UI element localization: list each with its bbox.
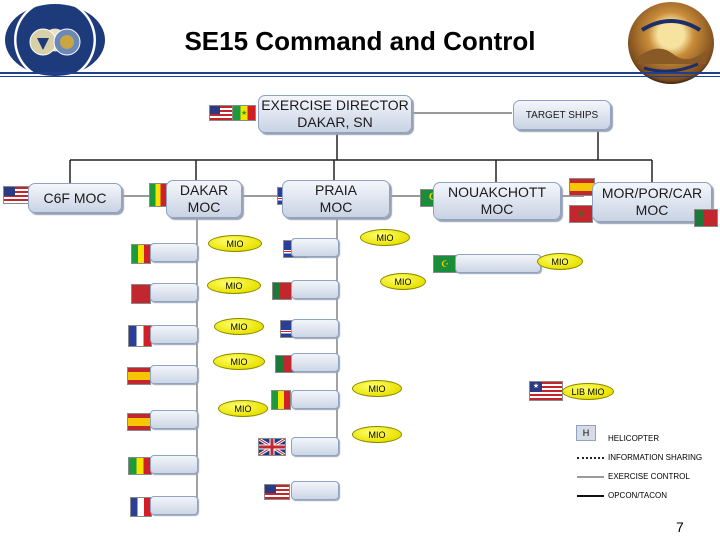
praia-moc-line2: MOC [319,199,353,215]
legend-opcon-line [577,495,604,497]
nouakchott-unit-bar[interactable] [455,254,541,273]
spain-flag-1 [127,367,151,385]
dakar-unit2-mio[interactable]: MIO [207,277,261,294]
praia-unit3-bar[interactable] [291,319,339,338]
saharan-express-logo [628,2,714,84]
legend-exercise-control-line [577,476,604,478]
legend-info-sharing: INFORMATION SHARING [608,453,703,462]
legend-opcon: OPCON/TACON [608,491,667,500]
dakar-unit4-bar[interactable] [150,365,198,384]
dakar-moc-line1: DAKAR [179,182,229,198]
morocco-flag: ★ [569,205,593,223]
mor-por-car-moc-box[interactable]: MOR/POR/CAR MOC [592,182,712,222]
dakar-unit2-flag [131,284,151,304]
dakar-unit4-mio[interactable]: MIO [213,353,265,370]
nouakchott-moc-line2: MOC [480,201,514,217]
france-flag [128,325,152,347]
target-ships-box[interactable]: TARGET SHIPS [513,100,611,130]
helicopter-legend-icon: H [576,425,596,441]
portugal-flag-mor [694,209,718,227]
mor-moc-line2: MOC [635,202,669,218]
c6f-us-flag [3,186,29,204]
nouakchott-moc-line1: NOUAKCHOTT [448,184,546,200]
spain-flag-2 [127,413,151,431]
union-jack-icon [259,439,285,455]
dakar-unit3-mio[interactable]: MIO [214,318,264,335]
praia-moc-box[interactable]: PRAIA MOC [282,180,390,218]
dakar-unit7-bar[interactable] [150,496,198,515]
desert-emblem-icon [638,19,706,73]
praia-unit7-us-flag [264,484,290,500]
praia-unit4-bar[interactable] [291,353,339,372]
seal-emblem-icon [29,28,81,56]
uk-flag [258,438,286,456]
dakar-unit1-bar[interactable] [150,243,198,262]
mor-moc-line1: MOR/POR/CAR [601,185,703,201]
c6f-moc-label: C6F MOC [43,189,107,206]
legend-helicopter: HELICOPTER [608,434,660,443]
dakar-unit6-bar[interactable] [150,455,198,474]
page-title: SE15 Command and Control [184,26,536,56]
legend-exercise-control: EXERCISE CONTROL [608,472,690,481]
praia-unit7-bar[interactable] [291,481,339,500]
nouakchott-unit-flag: ☪ [433,255,457,273]
nouakchott-unit-mio[interactable]: MIO [537,253,583,270]
director-line1: EXERCISE DIRECTOR [261,97,409,113]
director-line2: DAKAR, SN [297,114,373,130]
senegal-flag: ★ [232,105,256,121]
naval-forces-seal-logo [5,4,105,76]
opcon-lines [69,128,653,183]
nouakchott-moc-box[interactable]: NOUAKCHOTT MOC [433,182,561,220]
dakar-moc-box[interactable]: DAKAR MOC [166,180,242,218]
france-flag-2 [130,497,152,517]
exercise-director-box[interactable]: EXERCISE DIRECTOR DAKAR, SN [258,95,412,133]
praia-unit6-bar[interactable] [291,437,339,456]
dakar-unit1-senegal-flag [131,244,151,264]
dakar-unit3-bar[interactable] [150,325,198,344]
dakar-unit1-mio[interactable]: MIO [208,235,262,252]
page-number: 7 [676,519,684,535]
dakar-unit5-bar[interactable] [150,410,198,429]
dakar-unit2-bar[interactable] [150,283,198,302]
praia-unit1-bar[interactable] [291,238,339,257]
title-divider-top [0,72,720,74]
praia-unit5-mio[interactable]: MIO [352,380,402,397]
legend-info-sharing-line [577,457,604,459]
liberia-flag: ★ [529,381,563,401]
praia-unit5-bar[interactable] [291,390,339,409]
praia-unit5-senegal-flag [271,390,291,410]
us-flag [209,105,233,121]
dakar-senegal-flag [149,183,167,207]
praia-moc-line1: PRAIA [314,182,357,198]
target-ships-label: TARGET SHIPS [525,109,599,121]
praia-unit2-portugal-flag [272,282,292,300]
praia-unit2-mio[interactable]: MIO [380,273,426,290]
praia-unit2-bar[interactable] [291,280,339,299]
c6f-moc-box[interactable]: C6F MOC [28,183,122,213]
dakar-unit5-mio[interactable]: MIO [218,400,268,417]
praia-unit1-mio[interactable]: MIO [360,229,410,246]
praia-unit6-mio[interactable]: MIO [352,426,402,443]
dakar-unit6-senegal-flag [128,457,152,475]
title-divider-bottom [0,76,720,77]
liberia-mio[interactable]: LIB MIO [562,383,614,400]
dakar-moc-line2: MOC [187,199,221,215]
